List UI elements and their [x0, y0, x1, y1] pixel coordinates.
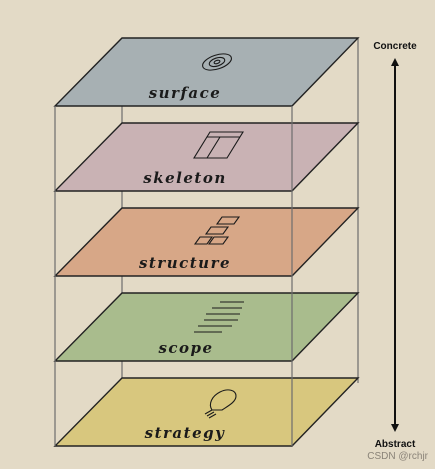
plane-strategy-label: strategy	[145, 424, 226, 442]
plane-strategy: strategy	[53, 377, 360, 447]
list-icon	[194, 301, 244, 333]
plane-scope: scope	[53, 292, 360, 362]
wireframe-icon	[193, 131, 244, 159]
plane-structure: structure	[53, 207, 360, 277]
sitemap-icon	[193, 216, 241, 245]
axis-bottom-label: Abstract	[375, 439, 416, 450]
plane-structure-label: structure	[139, 254, 231, 272]
plane-scope-label: scope	[158, 339, 213, 357]
axis-top-label: Concrete	[373, 41, 417, 52]
eye-icon	[202, 53, 232, 71]
lightbulb-icon	[204, 389, 237, 419]
watermark: CSDN @rchjr	[367, 451, 428, 462]
frame-front	[54, 106, 293, 446]
axis: Concrete Abstract	[373, 41, 417, 450]
plane-skeleton: skeleton	[53, 122, 360, 192]
plane-surface: surface	[53, 37, 360, 107]
plane-surface-label: surface	[149, 84, 222, 102]
plane-skeleton-label: skeleton	[143, 169, 226, 187]
